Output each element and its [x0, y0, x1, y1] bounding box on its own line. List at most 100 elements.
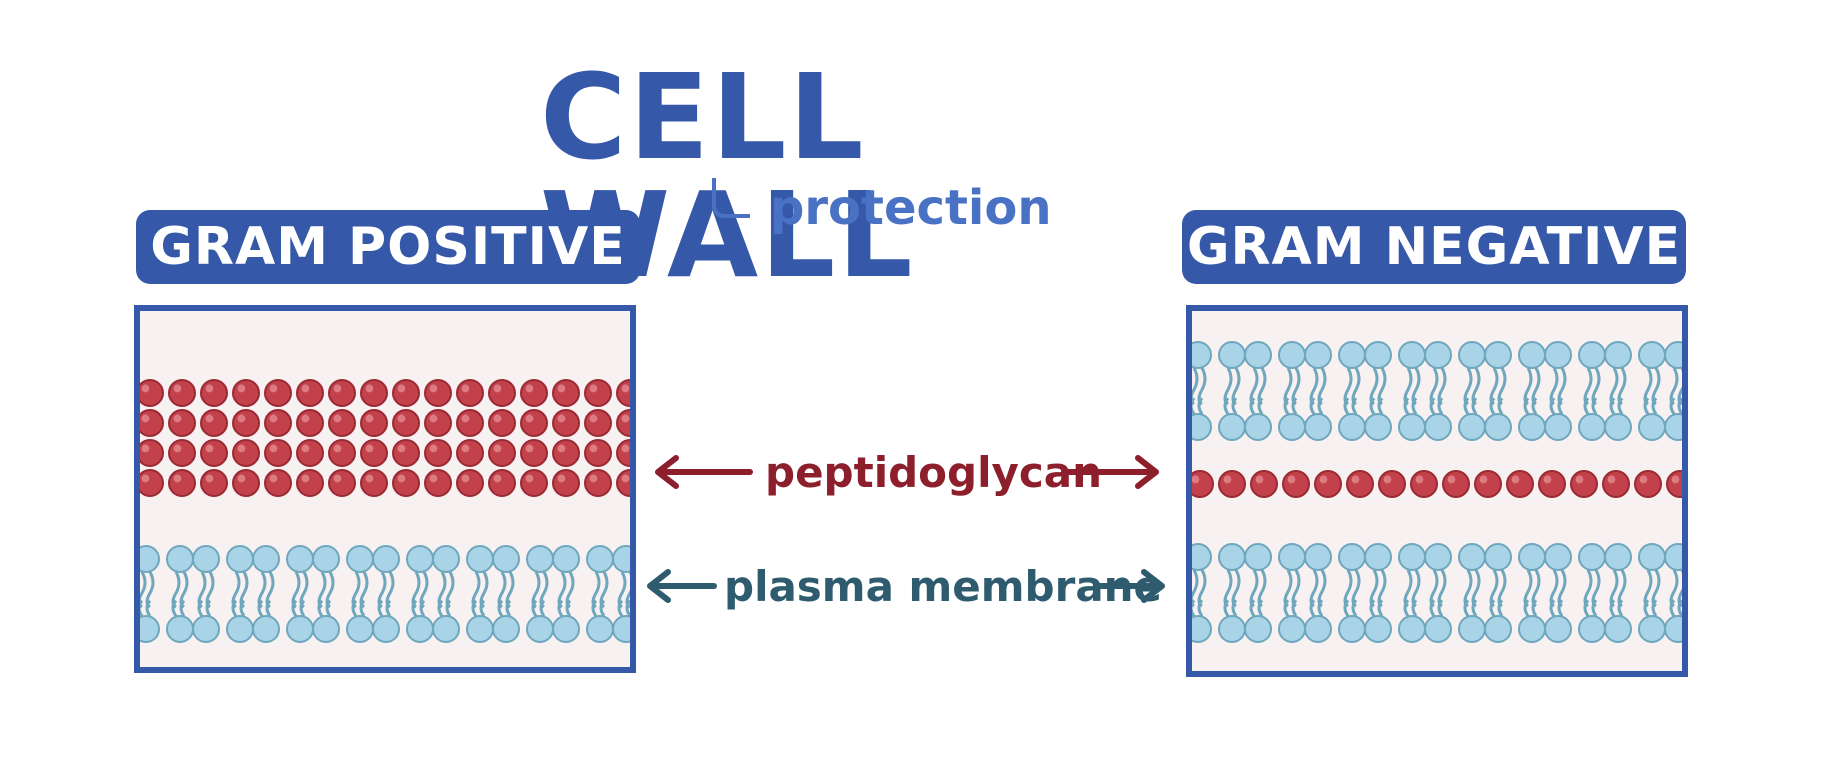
lipid-tail [1471, 599, 1478, 617]
bead-highlight [1671, 475, 1680, 484]
lipid-tail [479, 599, 486, 617]
bead-highlight [461, 474, 470, 483]
peptidoglycan-bead [488, 409, 516, 437]
lipid-bilayer [1192, 341, 1682, 441]
lipid-head [1544, 615, 1572, 643]
lipid-tail [1192, 599, 1196, 617]
peptidoglycan-bead [296, 409, 324, 437]
lipid-head [1218, 543, 1246, 571]
bead-highlight [333, 444, 342, 453]
bead-highlight [173, 474, 182, 483]
lipid-tail [1651, 599, 1658, 617]
bead-highlight [269, 474, 278, 483]
lipid-head [466, 545, 494, 573]
peptidoglycan-bead [360, 439, 388, 467]
peptidoglycan-bead [168, 439, 196, 467]
lipid-tail [1403, 397, 1410, 415]
lipid-tail [1197, 599, 1204, 617]
lipid-head [1458, 341, 1486, 369]
bead-highlight [525, 414, 534, 423]
bead-highlight [525, 474, 534, 483]
bead-highlight [237, 444, 246, 453]
lipid-head [346, 545, 374, 573]
lipid-tail [1257, 599, 1264, 617]
bead-highlight [1543, 475, 1552, 484]
peptidoglycan-bead [140, 379, 164, 407]
lipid-tail [1291, 599, 1298, 617]
bead-highlight [173, 444, 182, 453]
lipid-head [526, 545, 554, 573]
lipid-head [1638, 543, 1666, 571]
peptidoglycan-bead [1570, 470, 1598, 498]
lipid-tail [1557, 599, 1564, 617]
bead-highlight [461, 414, 470, 423]
bead-highlight [173, 414, 182, 423]
lipid-head [286, 545, 314, 573]
lipid-head [492, 545, 520, 573]
lipid-head [1278, 413, 1306, 441]
lipid-head [552, 615, 580, 643]
bead-highlight [333, 414, 342, 423]
bead-highlight [557, 444, 566, 453]
peptidoglycan-bead [200, 469, 228, 497]
lipid-head [612, 545, 630, 573]
lipid-head [1544, 413, 1572, 441]
lipid-tail [1377, 599, 1384, 617]
peptidoglycan-row [140, 379, 630, 407]
peptidoglycan-bead [424, 379, 452, 407]
bead-highlight [365, 414, 374, 423]
peptidoglycan-bead [232, 439, 260, 467]
lipid-head [1518, 413, 1546, 441]
lipid-head [1338, 543, 1366, 571]
lipid-tail [1549, 599, 1556, 617]
lipid-head [1638, 615, 1666, 643]
lipid-head [372, 545, 400, 573]
peptidoglycan-bead [140, 469, 164, 497]
plasma-membrane-label: plasma membrane [724, 562, 1163, 611]
bead-highlight [1415, 475, 1424, 484]
lipid-head [1424, 413, 1452, 441]
peptidoglycan-bead [1634, 470, 1662, 498]
peptidoglycan-bead [616, 469, 630, 497]
lipid-tail [1249, 599, 1256, 617]
lipid-tail [1192, 397, 1196, 415]
lipid-head [1364, 615, 1392, 643]
lipid-tail [1489, 397, 1496, 415]
gram-positive-illustration [140, 379, 630, 643]
lipid-head [552, 545, 580, 573]
peptidoglycan-bead [232, 469, 260, 497]
bead-highlight [589, 444, 598, 453]
lipid-head [1578, 341, 1606, 369]
lipid-tail [437, 599, 444, 617]
peptidoglycan-left-arrow [655, 455, 753, 489]
lipid-tail [1523, 599, 1530, 617]
peptidoglycan-bead [296, 379, 324, 407]
bead-highlight [1447, 475, 1456, 484]
lipid-head [1578, 543, 1606, 571]
lipid-head [192, 545, 220, 573]
peptidoglycan-bead [552, 409, 580, 437]
lipid-tail [171, 599, 178, 617]
peptidoglycan-bead [1506, 470, 1534, 498]
lipid-tail [265, 599, 272, 617]
bead-highlight [301, 414, 310, 423]
peptidoglycan-bead [1378, 470, 1406, 498]
peptidoglycan-row [140, 439, 630, 467]
lipid-tail [1583, 599, 1590, 617]
peptidoglycan-bead [140, 439, 164, 467]
peptidoglycan-bead [456, 439, 484, 467]
lipid-head [1304, 543, 1332, 571]
lipid-head [140, 545, 160, 573]
peptidoglycan-bead [584, 439, 612, 467]
peptidoglycan-bead [488, 469, 516, 497]
peptidoglycan-bead [232, 409, 260, 437]
lipid-head [1244, 543, 1272, 571]
lipid-tail [1429, 599, 1436, 617]
lipid-tail [197, 599, 204, 617]
bead-highlight [429, 384, 438, 393]
lipid-head [406, 615, 434, 643]
peptidoglycan-bead [200, 379, 228, 407]
lipid-head [286, 615, 314, 643]
lipid-head [1218, 341, 1246, 369]
lipid-head [166, 545, 194, 573]
